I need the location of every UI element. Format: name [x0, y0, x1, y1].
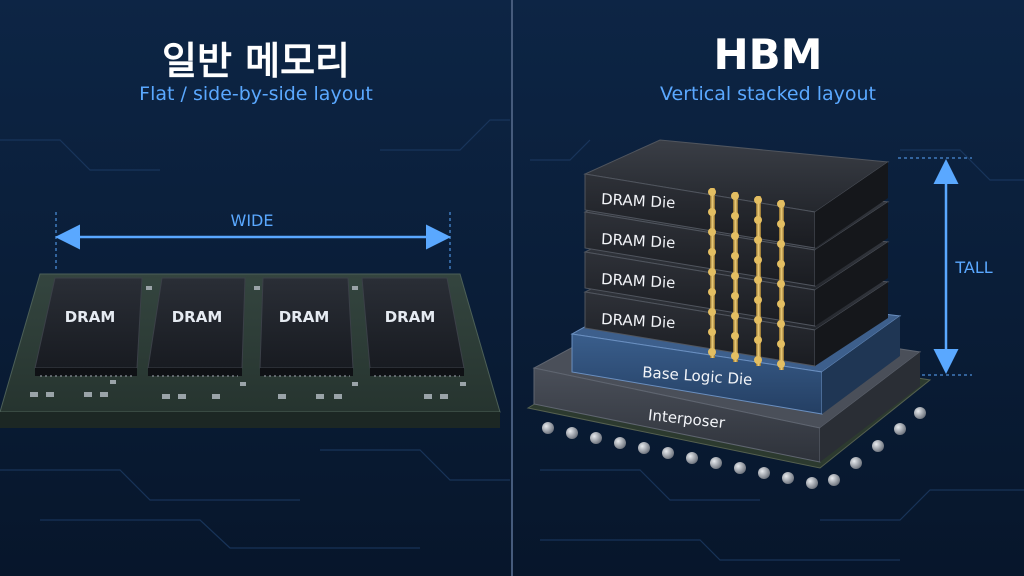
dram-chip-4-label: DRAM	[385, 308, 436, 326]
left-title: 일반 메모리	[161, 39, 351, 83]
pcb-edge	[0, 412, 500, 428]
hbm-stack: Interposer	[526, 139, 932, 489]
dram-die-1-label: DRAM Die	[601, 190, 676, 212]
dram-chip-4: DRAM	[361, 277, 465, 376]
width-label: WIDE	[231, 211, 274, 230]
left-subtitle: Flat / side-by-side layout	[139, 83, 373, 105]
memory-module: DRAM DRAM DRAM DRAM	[0, 273, 501, 428]
smd-components	[30, 286, 466, 399]
dram-chip-3: DRAM	[259, 277, 354, 376]
dram-chip-2-label: DRAM	[172, 308, 223, 326]
circuit-traces	[0, 119, 1024, 561]
tsv-columns	[708, 188, 785, 370]
dram-chip-2: DRAM	[147, 277, 246, 376]
height-dimension: TALL	[898, 157, 993, 376]
dram-die-2-label: DRAM Die	[601, 230, 676, 252]
right-subtitle: Vertical stacked layout	[660, 83, 876, 105]
dram-chip-3-label: DRAM	[279, 308, 330, 326]
solder-balls	[542, 407, 926, 489]
right-title: HBM	[713, 30, 823, 79]
dram-chip-1: DRAM	[34, 277, 143, 376]
dram-die-3-label: DRAM Die	[601, 270, 676, 292]
dram-chip-1-label: DRAM	[65, 308, 116, 326]
width-dimension: WIDE	[55, 211, 451, 272]
dram-die-4-label: DRAM Die	[601, 310, 676, 332]
height-label: TALL	[954, 258, 992, 277]
